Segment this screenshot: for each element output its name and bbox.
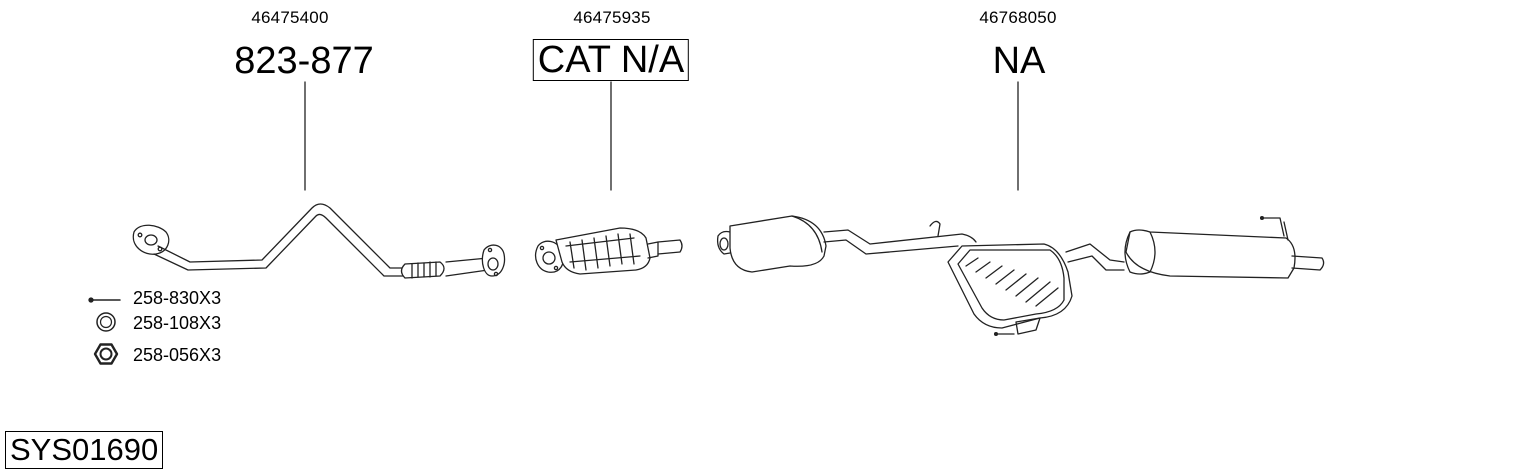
accessory-label-bolt: 258-830X3 [133, 288, 222, 308]
rear-system-illustration[interactable] [716, 215, 1325, 337]
accessory-label-nut: 258-056X3 [133, 345, 222, 365]
catalytic-converter-illustration[interactable] [534, 227, 683, 275]
part-number-catalytic-converter[interactable]: CAT N/A [532, 39, 690, 81]
part-number-rear-system[interactable]: NA [992, 40, 1046, 82]
ring-washer-icon [96, 312, 116, 332]
system-code-badge: SYS01690 [5, 431, 164, 469]
accessory-label-washer: 258-108X3 [133, 313, 222, 333]
oem-number-catalytic-converter: 46475935 [573, 8, 651, 27]
hex-nut-icon [93, 343, 119, 365]
oem-number-front-pipe: 46475400 [251, 8, 329, 27]
bolt-icon [88, 297, 121, 303]
part-number-front-pipe[interactable]: 823-877 [234, 40, 374, 82]
oem-number-rear-system: 46768050 [979, 8, 1057, 27]
front-pipe-illustration[interactable] [132, 203, 506, 279]
